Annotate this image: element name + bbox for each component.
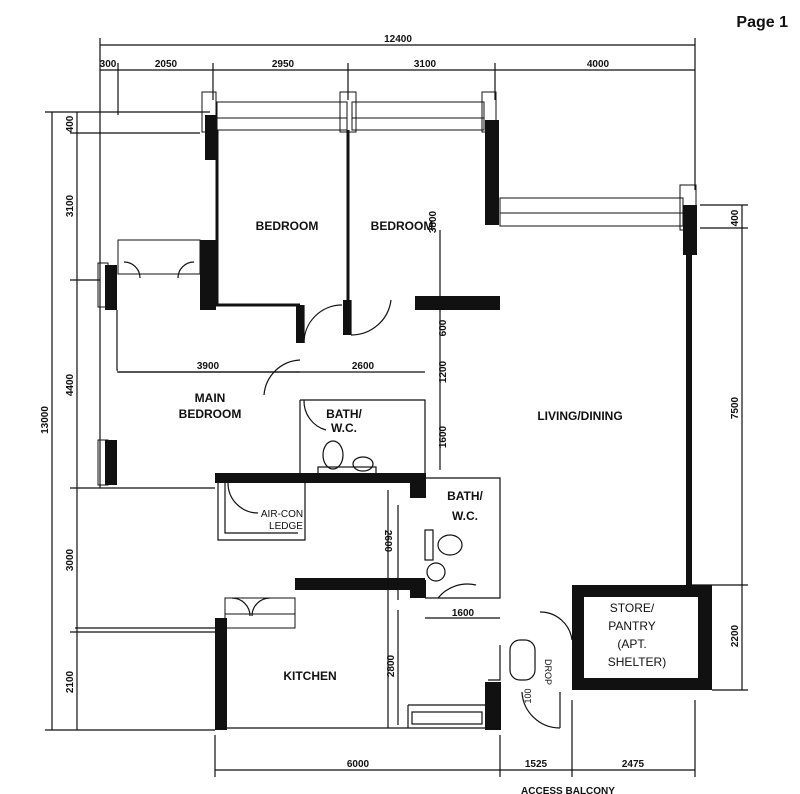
dimension-labels: 12400 300 2050 2950 3100 4000 13000 400 … [40, 34, 741, 770]
page-label: Page 1 [736, 14, 788, 31]
dim-left-overall: 13000 [40, 406, 51, 434]
access-balcony-label: ACCESS BALCONY [521, 786, 615, 794]
dim-right-400: 400 [730, 209, 741, 226]
dim-main-bedroom-3900: 3900 [197, 361, 220, 372]
dim-bath-2-2600: 2600 [382, 530, 393, 553]
room-label-aircon-line1: AIR-CON [261, 509, 303, 520]
room-label-bath-2-line1: BATH/ [447, 489, 483, 503]
room-label-store-line3: (APT. [617, 637, 646, 651]
dim-bottom-6000: 6000 [347, 759, 370, 770]
dim-right-7500: 7500 [730, 396, 741, 419]
dim-bath-2-1600: 1600 [452, 608, 475, 619]
dim-v-1200: 1200 [438, 360, 449, 383]
toilet-icon [437, 534, 463, 556]
room-label-bath-1-line1: BATH/ [326, 407, 362, 421]
room-label-bath-1-line2: W.C. [331, 421, 357, 435]
room-label-store-line2: PANTRY [608, 619, 656, 633]
door-swings [123, 261, 573, 729]
room-label-store-line4: SHELTER) [608, 655, 666, 669]
dim-top-3100: 3100 [414, 59, 437, 70]
dim-top-300: 300 [100, 59, 117, 70]
room-label-bedroom-1: BEDROOM [256, 219, 319, 233]
dim-main-bedroom-2600: 2600 [352, 361, 375, 372]
dim-bedroom-3800: 3800 [428, 210, 439, 233]
room-label-living-dining: LIVING/DINING [537, 409, 622, 423]
dim-top-2050: 2050 [155, 59, 178, 70]
room-label-aircon-line2: LEDGE [269, 521, 303, 532]
dim-top-4000: 4000 [587, 59, 610, 70]
toilet-icon [322, 440, 344, 470]
interior-walls [75, 115, 501, 729]
dimension-lines [45, 38, 748, 777]
dim-left-4400: 4400 [65, 373, 76, 396]
dim-bottom-2475: 2475 [622, 759, 645, 770]
sink-icon [426, 562, 446, 582]
drop-label: 100 [523, 688, 533, 703]
dim-left-400: 400 [65, 115, 76, 132]
room-labels: BEDROOM BEDROOM MAIN BEDROOM LIVING/DINI… [179, 219, 667, 794]
room-label-bedroom-2: BEDROOM [371, 219, 434, 233]
dim-left-3100: 3100 [65, 194, 76, 217]
dim-kitchen-2800: 2800 [386, 654, 397, 677]
room-label-bath-2-line2: W.C. [452, 509, 478, 523]
room-label-kitchen: KITCHEN [283, 669, 336, 683]
room-label-main-bedroom-line1: MAIN [195, 391, 226, 405]
windows [97, 91, 697, 629]
fixtures [317, 440, 536, 725]
room-label-main-bedroom-line2: BEDROOM [179, 407, 242, 421]
drop-label-2: DROP [543, 659, 553, 685]
dim-left-3000: 3000 [65, 548, 76, 571]
dim-v-1600: 1600 [438, 425, 449, 448]
dim-overall-width: 12400 [384, 34, 412, 45]
room-label-store-line1: STORE/ [610, 601, 655, 615]
dim-left-2100: 2100 [65, 670, 76, 693]
sink-icon [352, 456, 374, 472]
dim-right-2200: 2200 [730, 624, 741, 647]
dim-v-600: 600 [438, 319, 449, 336]
dim-top-2950: 2950 [272, 59, 295, 70]
dim-bottom-1525: 1525 [525, 759, 548, 770]
